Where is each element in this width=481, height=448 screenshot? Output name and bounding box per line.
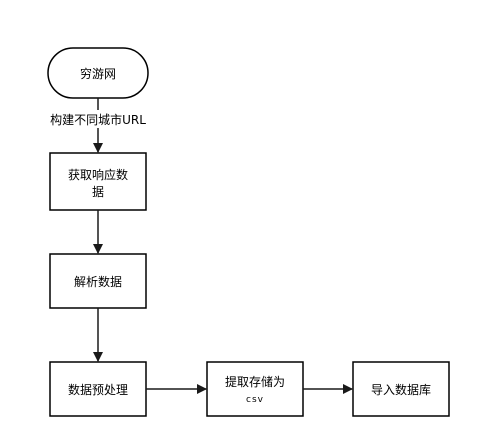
- store-node-shape: [206, 361, 304, 417]
- import-node-label: 导入数据库: [371, 382, 431, 397]
- import-node-shape: [352, 361, 450, 417]
- edge-label-background: [46, 111, 150, 127]
- import-node: 导入数据库: [352, 361, 450, 417]
- store-node-label-line2: csv: [246, 395, 264, 405]
- fetch-node-label-line1: 获取响应数: [68, 167, 128, 182]
- preprocess-node: 数据预处理: [49, 361, 147, 417]
- store-node: 提取存储为 csv: [206, 361, 304, 417]
- start-node-label: 穷游网: [80, 66, 116, 81]
- fetch-node-label-line2: 据: [92, 185, 104, 199]
- edge-label-build-urls: 构建不同城市URL: [50, 112, 146, 127]
- preprocess-node-shape: [49, 361, 147, 417]
- parse-node-shape: [49, 253, 147, 309]
- parse-node-label: 解析数据: [74, 274, 122, 289]
- start-node: 穷游网: [47, 47, 149, 99]
- fetch-node: 获取响应数 据: [49, 152, 147, 211]
- fetch-node-shape: [49, 152, 147, 211]
- preprocess-node-label: 数据预处理: [68, 382, 128, 397]
- store-node-label-line1: 提取存储为: [225, 374, 285, 389]
- parse-node: 解析数据: [49, 253, 147, 309]
- edge-start-to-fetch: 构建不同城市URL: [46, 98, 150, 153]
